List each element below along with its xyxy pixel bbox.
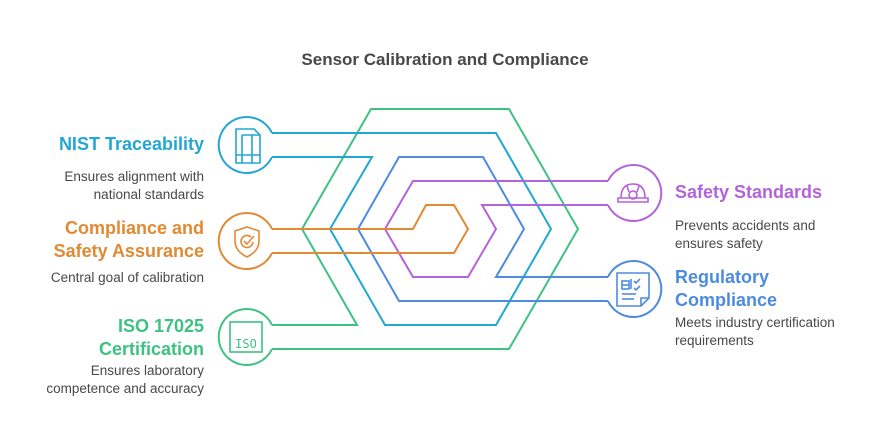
iso-circle <box>217 308 273 366</box>
iso-badge-icon: ISO <box>229 321 263 353</box>
iso-desc-line-2: competence and accuracy <box>46 381 204 396</box>
nist-connector <box>272 132 553 326</box>
hard-hat-icon <box>617 183 649 203</box>
safety-desc-line-2: ensures safety <box>675 236 763 251</box>
regulatory-title-line-2: Compliance <box>675 290 778 310</box>
iso-title-line-2: Certification <box>98 339 204 359</box>
iso-title: ISO 17025 Certification <box>20 315 204 361</box>
nist-desc-line-1: Ensures alignment with <box>64 169 204 184</box>
compliance-title-line-1: Compliance and <box>64 218 204 238</box>
compliance-title-line-2: Safety Assurance <box>53 241 204 261</box>
compliance-circle <box>217 212 273 270</box>
safety-connector <box>383 180 608 278</box>
nist-circle <box>217 116 273 174</box>
regulatory-description: Meets industry certification requirement… <box>675 314 875 350</box>
iso-connector <box>272 108 580 350</box>
iso-description: Ensures laboratory competence and accura… <box>20 362 204 398</box>
nist-description: Ensures alignment with national standard… <box>20 168 204 204</box>
safety-title: Safety Standards <box>675 182 823 202</box>
checklist-document-icon <box>616 272 650 307</box>
safety-desc-line-1: Prevents accidents and <box>675 218 816 233</box>
document-layout-icon <box>235 128 261 164</box>
safety-description: Prevents accidents and ensures safety <box>675 217 875 253</box>
iso-desc-line-1: Ensures laboratory <box>90 363 204 378</box>
nist-desc-line-2: national standards <box>93 187 204 202</box>
nist-title: NIST Traceability <box>58 134 204 154</box>
regulatory-desc-line-1: Meets industry certification <box>675 315 835 330</box>
regulatory-connector <box>356 156 608 302</box>
regulatory-desc-line-2: requirements <box>675 333 754 348</box>
regulatory-title: Regulatory Compliance <box>675 266 875 312</box>
shield-check-icon <box>234 226 260 258</box>
diagram-title: Sensor Calibration and Compliance <box>301 50 589 69</box>
compliance-description: Central goal of calibration <box>50 270 204 285</box>
safety-circle <box>607 164 663 222</box>
compliance-connector <box>272 204 470 254</box>
iso-title-line-1: ISO 17025 <box>117 316 204 336</box>
compliance-title: Compliance and Safety Assurance <box>20 217 204 263</box>
svg-text:ISO: ISO <box>235 337 257 351</box>
regulatory-title-line-1: Regulatory <box>675 267 770 287</box>
